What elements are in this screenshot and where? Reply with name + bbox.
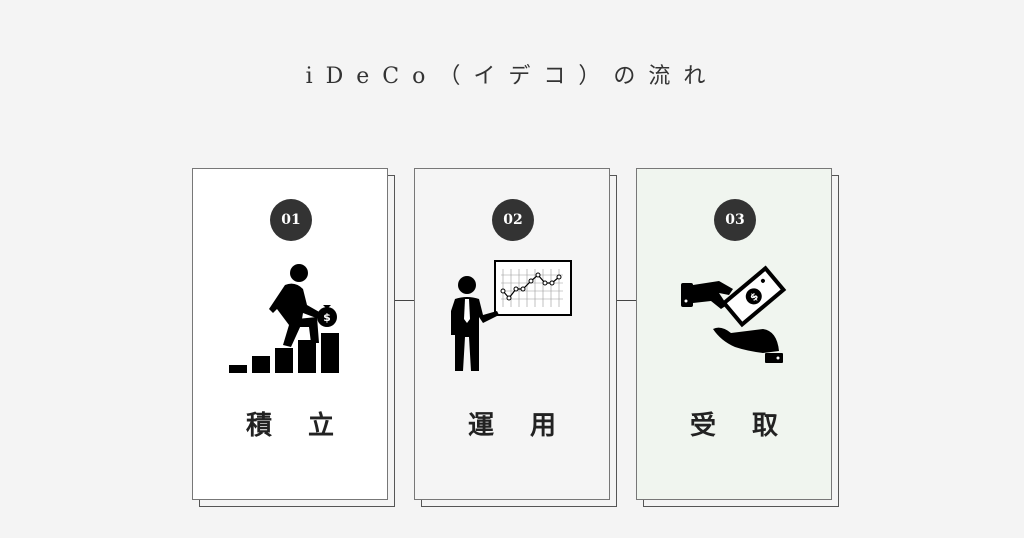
step-number-badge: 03: [714, 199, 756, 241]
person-climbing-stairs-money-bag-icon: $: [229, 264, 339, 373]
step-card-1: 01 $ 積立: [192, 168, 395, 507]
connector-line-1-2: [388, 300, 414, 301]
card-front: 01 $ 積立: [192, 168, 388, 500]
card-front: 03 $ 受取: [636, 168, 832, 500]
card-front: 02 運用: [414, 168, 610, 500]
step-label: 運用: [467, 411, 592, 441]
step-label: 積立: [245, 411, 370, 441]
step-number-badge: 01: [270, 199, 312, 241]
step-label: 受取: [689, 411, 814, 441]
page-title: iDeCo（イデコ）の流れ: [305, 64, 719, 89]
connector-line-2-3: [610, 300, 636, 301]
svg-text:$: $: [323, 311, 331, 324]
step-card-2: 02 運用: [414, 168, 617, 507]
step-card-3: 03 $ 受取: [636, 168, 839, 507]
step-number-badge: 02: [492, 199, 534, 241]
presenter-chart-icon: [451, 260, 572, 371]
hand-giving-money-icon: $: [681, 265, 787, 363]
